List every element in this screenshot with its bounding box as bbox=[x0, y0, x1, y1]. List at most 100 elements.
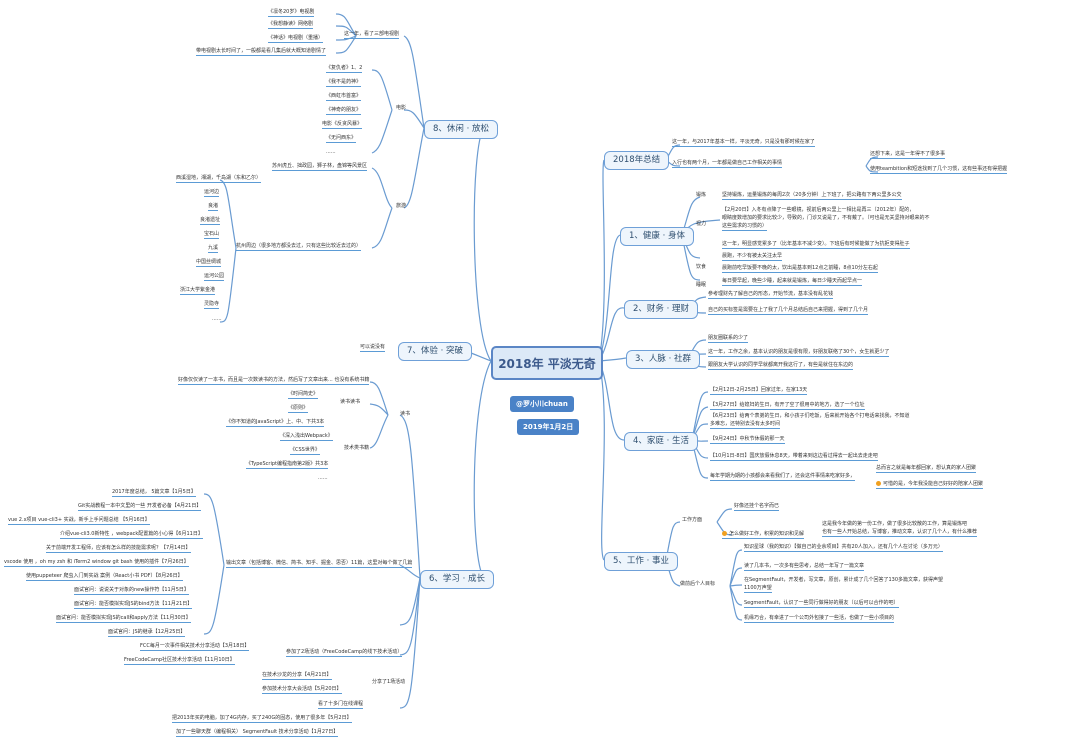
leisure-movies-label: 电影 bbox=[396, 105, 407, 111]
health-label-vision: 视力 bbox=[696, 221, 707, 227]
study-shares-label: 分享了1场活动 bbox=[372, 679, 406, 685]
branch-summary[interactable]: 2018年总结 bbox=[604, 151, 670, 170]
branch-social[interactable]: 3、人脉 · 社群 bbox=[626, 350, 701, 369]
work-sub-label: 工作方面 bbox=[682, 517, 703, 523]
book-item: 《CSS世界》 bbox=[290, 447, 320, 455]
finance-item: 参考理财先了解自己的形态，开始节流，基本没有乱花钱 bbox=[708, 291, 834, 299]
study-reading-sub: 读书读书 bbox=[340, 399, 361, 405]
place-item: 西溪湿地，湘湖，千岛湖（东和乙尔） bbox=[176, 175, 262, 183]
health-item: 这一年，明显感觉累多了（比年基本不减少变）。下班后有时候能做了为抗拒变得肚子 bbox=[722, 241, 910, 249]
article-item: 使用puppeteer 爬虫入门到实战 案例（React小书 PDF）【8月26… bbox=[26, 573, 183, 581]
family-item-text: 可惜的是，今年我没能自己好好的陪家人团聚 bbox=[883, 481, 984, 487]
health-item: 晨跑，不少有被太关注太早 bbox=[722, 253, 783, 261]
work-item: 1100万声望 bbox=[744, 585, 772, 593]
work-item: 怎么做好工作，积累的知识和见解 bbox=[722, 531, 805, 539]
branch-experience[interactable]: 7、体验 · 突破 bbox=[398, 342, 473, 361]
author-badge: @罗小川chuan bbox=[510, 396, 574, 412]
show-note: 带电视剧太长时间了，一般都是看几集后就大概知道剧情了 bbox=[196, 48, 327, 56]
study-reading-intro: 好像仅仅读了一本书，而且是一次数读书的方法，然后写了文章出来... 也没有系统书… bbox=[178, 377, 370, 385]
health-item: 坚持锻炼，运量锻炼的每周2次（20多分钟）上下班了，把公路有下两公里多公交 bbox=[722, 192, 902, 200]
article-item: 面试官问：能否模拟实现JS的call和apply方法【11月30日】 bbox=[56, 615, 191, 623]
family-item: 【3月27日】给媳妇的生日，有开了空了很用中的地方，选了一个位址 bbox=[710, 402, 865, 410]
article-item: 面试官问：能否模拟实现JS的bind方法【11月21日】 bbox=[74, 601, 193, 609]
show-item: 《神话》电视剧（重播） bbox=[268, 35, 324, 43]
branch-finance[interactable]: 2、财务 · 理财 bbox=[624, 300, 699, 319]
event-item: FCC每月一次事件相关技术分享活动【3月18日】 bbox=[140, 643, 250, 651]
movie-item: 《复仇者》1、2 bbox=[326, 65, 363, 73]
study-reading-label: 读书 bbox=[400, 411, 411, 417]
health-label-exercise: 锻炼 bbox=[696, 192, 707, 198]
branch-health[interactable]: 1、健康 · 身体 bbox=[620, 227, 695, 246]
work-item: 这是我今年做的第一份工作，做了很多比较散的工作，算是锻炼吧 bbox=[822, 521, 968, 527]
work-item: 知识星球（我的知识）【做自己的业余项目】共有20人加入，还有几个人在讨论（多万元… bbox=[744, 544, 943, 552]
branch-study[interactable]: 6、学习 · 成长 bbox=[420, 570, 495, 589]
health-item: 【2月20日】入冬有点降了一些眼镜，视前后两公里上一相比是再三（2012年）配的… bbox=[722, 207, 915, 213]
social-item: 这一年，工作之余，基本认识的朋友是很有限，好朋友联络了30个，女生就更少了 bbox=[708, 349, 890, 357]
health-label-diet: 饮食 bbox=[696, 264, 707, 270]
place-item: ...... bbox=[212, 316, 222, 322]
family-item: 【10月1日-8日】国庆放假休息8天，带着来到这边看过得去一起出去走走吧 bbox=[710, 453, 878, 461]
work-item: 读了几本书，一次多有些思考，总结一年写了一篇文章 bbox=[744, 563, 865, 571]
summary-item: 使用teambition和短途找到了几个习惯，这有些事还有得把握 bbox=[870, 166, 1008, 174]
movie-item: 电影《反贪风暴》 bbox=[322, 121, 363, 129]
leisure-shows-label: 这一年，看了三部电视剧 bbox=[344, 31, 400, 39]
place-item: 宝石山 bbox=[204, 231, 220, 239]
place-item: 良渚 bbox=[208, 203, 219, 211]
study-reading-sub2: 技术类书籍 bbox=[344, 445, 370, 451]
share-item: 在技术沙龙的分享【4月21日】 bbox=[262, 672, 332, 680]
branch-work[interactable]: 5、工作 · 事业 bbox=[604, 552, 679, 571]
article-item: 面试官问：JS的继承【12月25日】 bbox=[108, 629, 186, 637]
work-item: 机缘巧合，有幸进了一个公司外包接了一些活，也做了一些小项目的 bbox=[744, 615, 895, 623]
book-item: 《TypeScript编程指南第2版》共3本 bbox=[246, 461, 329, 469]
family-item: 可惜的是，今年我没能自己好好的陪家人团聚 bbox=[876, 481, 984, 489]
health-item: 每日要早起，晚些少睡，起来就是锻炼，每日少睡天而起早点一 bbox=[722, 278, 863, 286]
work-item: 好像还挂个名字而已 bbox=[734, 503, 780, 511]
work-item: SegmentFault，认识了一些同行做得好的朋友（以后可以合作的吧） bbox=[744, 600, 899, 608]
place-item: 灵隐寺 bbox=[204, 301, 220, 309]
summary-item: 这一年，与2017年基本一样，平淡无奇，只是没有那时候在家了 bbox=[672, 139, 815, 147]
finance-item: 自己的买标签是需要在上了我了几个月总结后自己来把握，得到了几个月 bbox=[708, 307, 869, 315]
health-item: 晨跑前吃早饭要不晚的太，饮出是基本到12点之前睡，8点10分左右起 bbox=[722, 265, 878, 273]
place-item: 良渚遗址 bbox=[200, 217, 221, 225]
study-misc-item: 加了一些聊天群（编程相关） SegmentFault 技术分享活动【1月27日】 bbox=[176, 729, 339, 737]
summary-item: 入行也有两个月，一年都是做自己工作相关的事情 bbox=[672, 160, 783, 168]
hangzhou-label: 杭州周边（很多地方都没去过，只有这些比较近去过的） bbox=[236, 243, 362, 251]
article-item: 2017年度总结， 5篇文章【1月5日】 bbox=[112, 489, 196, 497]
family-item: 【9月24日】中秋节休假的那一天 bbox=[710, 436, 785, 444]
experience-item: 可以说没有 bbox=[360, 344, 386, 352]
family-item: 多难忘，还特别去没有太多时间 bbox=[710, 421, 781, 429]
movie-item: ...... bbox=[326, 149, 336, 155]
family-item: 每年学期为期的小孩都会来看我们了，还会这件事情来吃家好多， bbox=[710, 473, 856, 481]
summary-item: 还想下来，这是一年得不了很多事 bbox=[870, 151, 946, 159]
study-misc-item: 把2013年买的电脑，加了4G内存，买了240G的固态，使用了很多年【5月2日】 bbox=[172, 715, 352, 723]
health-item: 眼睛度数增加的要求比较少，导致的，门诊又说是了，不有戴了。（可也是无关坚持对眼来… bbox=[722, 215, 930, 221]
work-item: 在SegmentFault，开发者，写文章，原创，累计成了几个回答了130多篇文… bbox=[744, 577, 944, 583]
social-item: 朋友圈联系的少了 bbox=[708, 335, 749, 343]
article-item: vue 2.x项目 vue-cli3+ 实战，新手上手问题总结 【5月16日】 bbox=[8, 517, 150, 525]
place-item: 中国丝绸城 bbox=[196, 259, 222, 267]
event-item: FreeCodeCamp社区技术分享活动【11月10日】 bbox=[124, 657, 235, 665]
book-item: 《深入浅出Webpack》 bbox=[280, 433, 333, 441]
work-sub-label: 做前后个人目标 bbox=[680, 581, 716, 587]
study-output-label: 输出文章（包括博客、微信、简书、知乎、掘金、思否）11篇，这里对每个做了几篇 bbox=[226, 560, 413, 568]
work-item: 也有一些人开始总结，写博客，推动文章，认识了几个人，有什么推荐 bbox=[822, 529, 978, 537]
study-events-label: 参加了2场活动（FreeCodeCamp的线下技术活动） bbox=[286, 649, 403, 657]
family-item: 总而言之就是每年都回家，想认真的家人团聚 bbox=[876, 465, 977, 473]
article-item: Git实战教程一本中文里的一些 开发者必备【4月21日】 bbox=[78, 503, 202, 511]
movie-item: 《无问西东》 bbox=[326, 135, 357, 143]
social-item: 跟朋友大学认识的同学早就都离开我这行了，有些是就住在东边的 bbox=[708, 362, 854, 370]
place-item: 运河边 bbox=[204, 189, 220, 197]
central-topic[interactable]: 2018年 平淡无奇 bbox=[491, 346, 603, 380]
branch-family[interactable]: 4、家庭 · 生活 bbox=[624, 432, 699, 451]
health-label-sleep: 睡眠 bbox=[696, 282, 707, 288]
article-item: 面试官问：说说关于对象的new操作符【11月5日】 bbox=[74, 587, 189, 595]
health-item: 这些需求的习惯的） bbox=[722, 223, 768, 231]
share-item: 参加技术分享大会活动【5月20日】 bbox=[262, 686, 342, 694]
place-item: 浙江大学紫金港 bbox=[180, 287, 216, 295]
study-misc-item: 看了十多门在线课程 bbox=[318, 701, 364, 709]
article-item: 关于前端开发工程师，应该有怎么样的技能需求呢？【7月14日】 bbox=[46, 545, 191, 553]
book-item: ...... bbox=[318, 475, 328, 481]
show-item: 《凛冬20岁》电视剧 bbox=[268, 9, 315, 17]
branch-leisure[interactable]: 8、休闲 · 放松 bbox=[424, 120, 499, 139]
